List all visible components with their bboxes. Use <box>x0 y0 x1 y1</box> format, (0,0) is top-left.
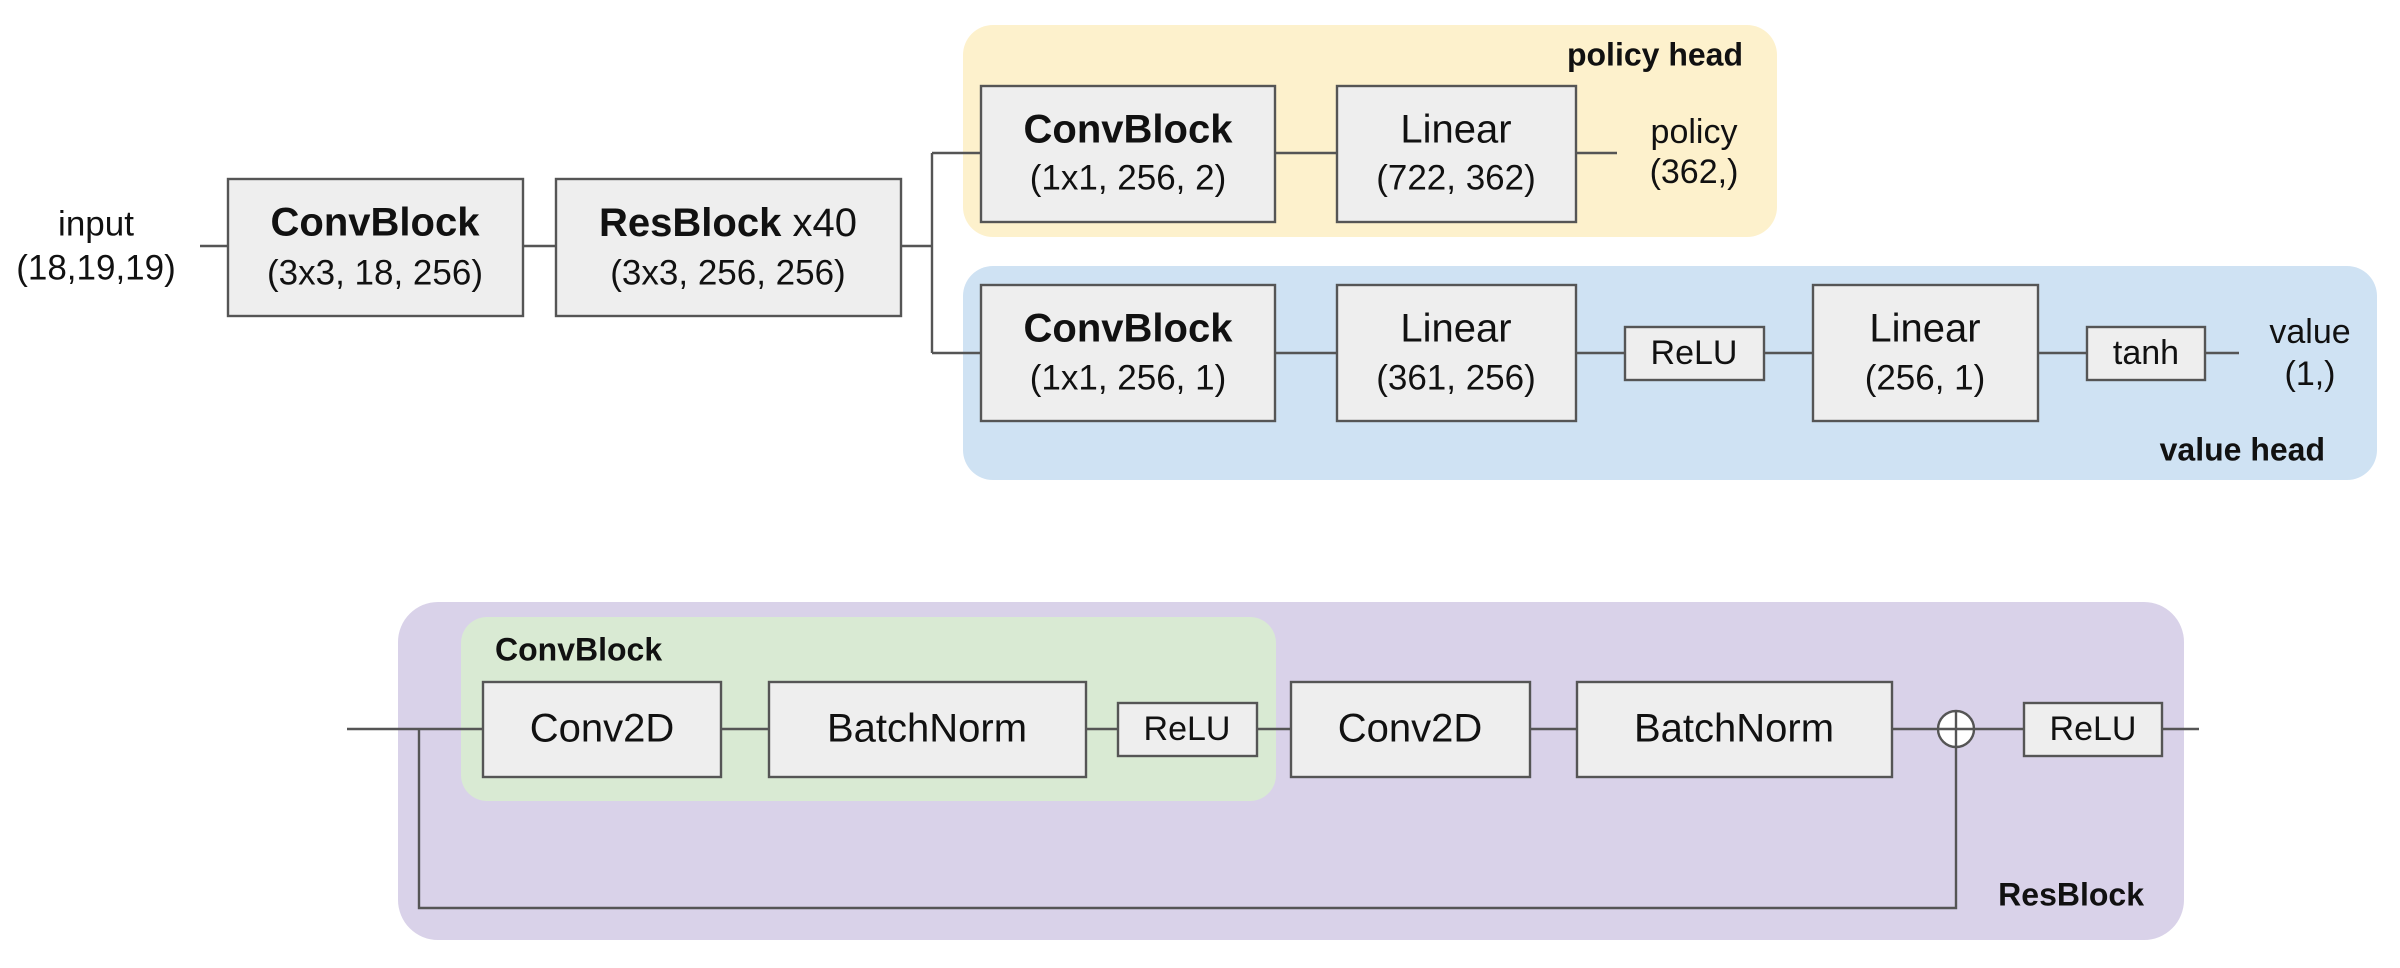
policy-convblock-params: (1x1, 256, 2) <box>1030 158 1227 197</box>
policy-convblock-title: ConvBlock <box>1024 108 1234 152</box>
resblock-relu-2-label: ReLU <box>2050 710 2137 748</box>
input-node: input (18,19,19) <box>16 204 176 287</box>
resblock-relu-1-label: ReLU <box>1144 710 1231 748</box>
resblock-batchnorm-1-label: BatchNorm <box>827 707 1027 751</box>
value-linear-1-params: (361, 256) <box>1376 358 1536 397</box>
value-linear-2-title: Linear <box>1869 307 1980 351</box>
input-shape: (18,19,19) <box>16 248 176 287</box>
resblock-batchnorm-2-label: BatchNorm <box>1634 707 1834 751</box>
resblock-detail-label: ResBlock <box>1998 876 2144 912</box>
value-linear-1-title: Linear <box>1400 307 1511 351</box>
policy-output-shape: (362,) <box>1650 153 1739 191</box>
resblock-wires <box>347 727 2199 910</box>
value-head-label: value head <box>2160 431 2325 467</box>
network-wires <box>200 151 2239 355</box>
resblock-conv2d-2: Conv2D <box>1289 680 1532 779</box>
resblock-batchnorm-2: BatchNorm <box>1575 680 1894 779</box>
convblock-detail-label: ConvBlock <box>495 631 662 667</box>
policy-output-label: policy <box>1651 113 1738 151</box>
value-convblock-params: (1x1, 256, 1) <box>1030 358 1227 397</box>
value-linear-1: Linear (361, 256) <box>1335 283 1578 423</box>
resblock-relu-1: ReLU <box>1116 701 1259 758</box>
trunk-resblock-title: ResBlock x40 <box>599 201 857 245</box>
policy-linear-params: (722, 362) <box>1376 158 1536 197</box>
input-label: input <box>58 204 134 243</box>
trunk-convblock: ConvBlock (3x3, 18, 256) <box>226 177 525 318</box>
value-output-shape: (1,) <box>2285 355 2336 393</box>
value-tanh: tanh <box>2085 325 2207 382</box>
trunk-resblock-params: (3x3, 256, 256) <box>610 253 845 292</box>
policy-linear: Linear (722, 362) <box>1335 84 1578 224</box>
value-tanh-label: tanh <box>2113 334 2179 372</box>
trunk-convblock-title: ConvBlock <box>271 201 481 245</box>
resblock-conv2d-1: Conv2D <box>481 680 723 779</box>
value-relu-label: ReLU <box>1651 334 1738 372</box>
policy-convblock: ConvBlock (1x1, 256, 2) <box>979 84 1277 224</box>
resblock-relu-2: ReLU <box>2022 701 2164 758</box>
resblock-conv2d-2-label: Conv2D <box>1338 707 1483 751</box>
value-convblock-title: ConvBlock <box>1024 307 1234 351</box>
value-output-label: value <box>2269 313 2350 351</box>
value-linear-2-params: (256, 1) <box>1865 358 1986 397</box>
residual-add-icon <box>1936 709 1976 749</box>
policy-head-label: policy head <box>1567 36 1743 72</box>
trunk-resblock: ResBlock x40 (3x3, 256, 256) <box>554 177 903 318</box>
resblock-conv2d-1-label: Conv2D <box>530 707 675 751</box>
value-relu: ReLU <box>1623 325 1766 382</box>
value-output: value (1,) <box>2269 313 2350 393</box>
policy-output: policy (362,) <box>1650 113 1739 191</box>
value-convblock: ConvBlock (1x1, 256, 1) <box>979 283 1277 423</box>
value-linear-2: Linear (256, 1) <box>1811 283 2040 423</box>
trunk-convblock-params: (3x3, 18, 256) <box>267 253 483 292</box>
resblock-batchnorm-1: BatchNorm <box>767 680 1088 779</box>
policy-linear-title: Linear <box>1400 108 1511 152</box>
